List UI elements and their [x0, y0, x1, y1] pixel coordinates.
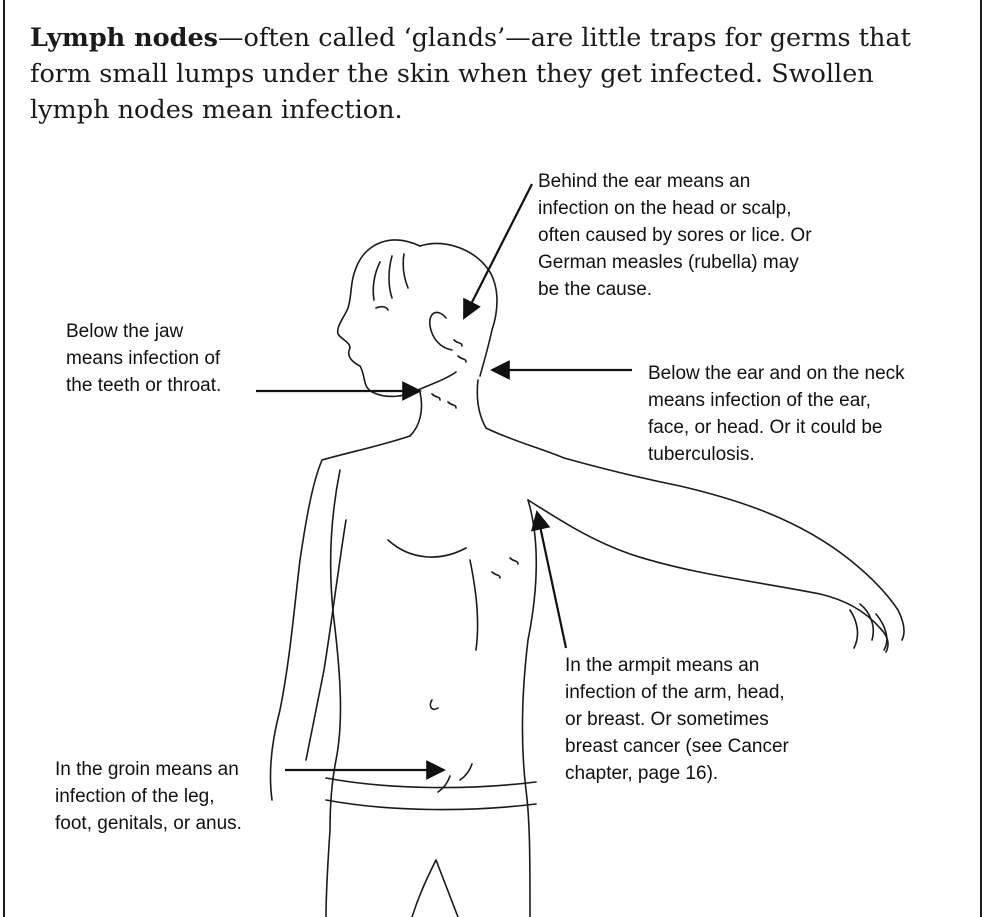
callout-line: foot, genitals, or anus. — [55, 810, 242, 837]
arrow-behind-ear — [464, 184, 532, 318]
head-outline — [338, 240, 456, 396]
callout-line: In the armpit means an — [565, 652, 789, 679]
callout-line: In the groin means an — [55, 756, 242, 783]
callout-below-ear-neck: Below the ear and on the neck means infe… — [648, 360, 905, 468]
navel — [430, 700, 438, 709]
pants-fold — [412, 860, 458, 917]
callout-below-jaw: Below the jaw means infection of the tee… — [66, 318, 221, 399]
callout-line: or breast. Or sometimes — [565, 706, 789, 733]
callout-line: the teeth or throat. — [66, 372, 221, 399]
neck-back — [477, 380, 486, 428]
callout-line: chapter, page 16). — [565, 760, 789, 787]
callout-line: infection on the head or scalp, — [538, 195, 812, 222]
hand-fingers — [850, 604, 887, 650]
callout-line: means infection of the ear, — [648, 387, 905, 414]
left-shoulder-arm — [270, 436, 410, 800]
callout-groin: In the groin means an infection of the l… — [55, 756, 242, 837]
callout-line: infection of the leg, — [55, 783, 242, 810]
callout-behind-ear: Behind the ear means an infection on the… — [538, 168, 812, 303]
callout-line: infection of the arm, head, — [565, 679, 789, 706]
callout-line: Below the ear and on the neck — [648, 360, 905, 387]
torso-left — [326, 470, 340, 917]
callout-armpit: In the armpit means an infection of the … — [565, 652, 789, 787]
chest-line — [388, 540, 478, 650]
callout-line: German measles (rubella) may — [538, 249, 812, 276]
torso-right — [522, 500, 536, 917]
arrow-armpit — [537, 512, 566, 648]
hair — [373, 244, 497, 376]
callout-line: means infection of — [66, 345, 221, 372]
jaw-line — [410, 392, 422, 436]
person-illustration — [270, 240, 904, 917]
callout-line: tuberculosis. — [648, 441, 905, 468]
eye — [376, 307, 388, 310]
callout-line: be the cause. — [538, 276, 812, 303]
callout-line: often caused by sores or lice. Or — [538, 222, 812, 249]
callout-line: breast cancer (see Cancer — [565, 733, 789, 760]
waistband-bottom — [326, 800, 536, 810]
waistband-top — [326, 778, 536, 788]
right-arm-lower — [528, 500, 888, 652]
node-marks — [432, 340, 518, 792]
ear — [430, 312, 452, 350]
callout-line: Below the jaw — [66, 318, 221, 345]
callout-line: Behind the ear means an — [538, 168, 812, 195]
callout-line: face, or head. Or it could be — [648, 414, 905, 441]
